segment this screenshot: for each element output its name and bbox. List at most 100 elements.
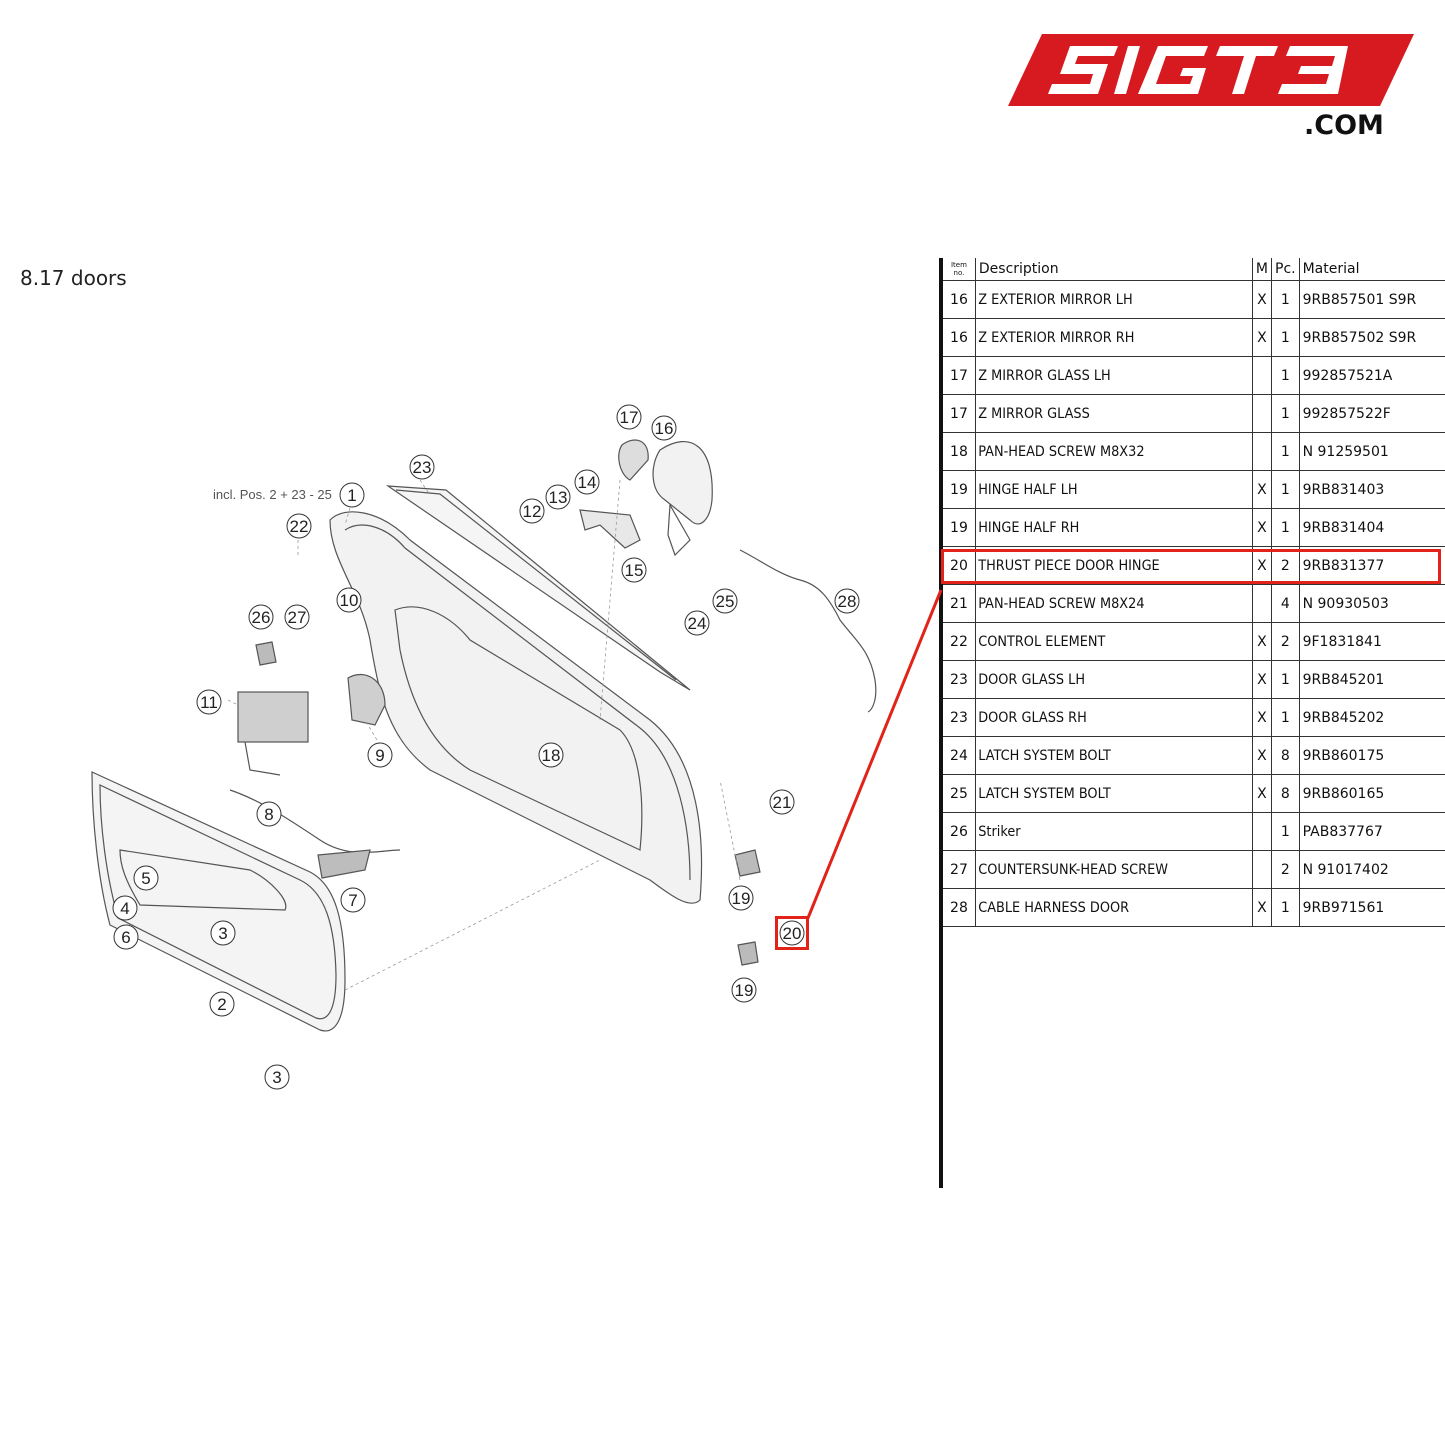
svg-text:1: 1 [347, 486, 356, 505]
svg-text:3: 3 [272, 1068, 281, 1087]
callout-22: 22 [286, 513, 312, 539]
header-material: Material [1298, 258, 1445, 281]
cell-item: 22 [943, 622, 976, 661]
callout-14: 14 [574, 469, 600, 495]
cell-m: X [1251, 736, 1272, 775]
svg-text:26: 26 [252, 608, 271, 627]
cell-m: X [1251, 470, 1272, 509]
cell-material: 9RB860165 [1298, 774, 1445, 813]
cell-m: X [1251, 318, 1272, 357]
cell-description: CABLE HARNESS DOOR [974, 888, 1231, 927]
cell-pc: 4 [1271, 584, 1300, 623]
cell-pc: 1 [1271, 812, 1300, 851]
callout-10: 10 [336, 587, 362, 613]
cell-description: Z MIRROR GLASS [974, 394, 1231, 433]
cell-description: CONTROL ELEMENT [974, 622, 1231, 661]
cell-m: X [1251, 888, 1272, 927]
cell-m [1251, 850, 1272, 889]
cell-m [1251, 812, 1272, 851]
callout-21: 21 [769, 789, 795, 815]
callout-17: 17 [616, 404, 642, 430]
cell-material: 992857521A [1298, 356, 1445, 395]
svg-text:7: 7 [348, 891, 357, 910]
cell-item: 21 [943, 584, 976, 623]
callout-8: 8 [256, 801, 282, 827]
cell-pc: 1 [1271, 888, 1300, 927]
svg-text:18: 18 [542, 746, 561, 765]
svg-text:28: 28 [838, 592, 857, 611]
svg-text:20: 20 [783, 924, 802, 943]
callout-27: 27 [284, 604, 310, 630]
svg-text:14: 14 [578, 473, 597, 492]
svg-text:16: 16 [655, 419, 674, 438]
cell-pc: 1 [1271, 356, 1300, 395]
cell-material: 9RB857501 S9R [1298, 280, 1445, 319]
cell-description: THRUST PIECE DOOR HINGE [974, 546, 1231, 585]
cell-material: 9RB831403 [1298, 470, 1445, 509]
callout-28: 28 [834, 588, 860, 614]
cell-pc: 1 [1271, 318, 1300, 357]
cell-description: COUNTERSUNK-HEAD SCREW [974, 850, 1231, 889]
svg-text:24: 24 [688, 614, 707, 633]
cell-m [1251, 394, 1272, 433]
cell-item: 18 [943, 432, 976, 471]
cell-pc: 1 [1271, 508, 1300, 547]
svg-text:13: 13 [549, 488, 568, 507]
cell-description: PAN-HEAD SCREW M8X32 [974, 432, 1231, 471]
callout-15: 15 [621, 557, 647, 583]
cell-item: 19 [943, 470, 976, 509]
exploded-door-diagram: 1 2 3 3 4 5 6 7 8 9 10 11 12 13 14 15 16… [91, 404, 877, 1090]
cell-material: 992857522F [1298, 394, 1445, 433]
logo-domain: .COM [1304, 110, 1384, 141]
cell-pc: 2 [1271, 850, 1300, 889]
cell-description: Z EXTERIOR MIRROR LH [974, 280, 1231, 319]
cell-description: Z MIRROR GLASS LH [974, 356, 1231, 395]
svg-text:27: 27 [288, 608, 307, 627]
svg-text:17: 17 [620, 408, 639, 427]
callout-13: 13 [545, 484, 571, 510]
callout-3b: 3 [264, 1064, 290, 1090]
cell-m: X [1251, 546, 1272, 585]
callout-1: 1 [339, 482, 365, 508]
cell-m: X [1251, 508, 1272, 547]
page-title: 8.17 doors [20, 266, 127, 290]
svg-text:10: 10 [340, 591, 359, 610]
svg-text:4: 4 [120, 899, 129, 918]
svg-text:19: 19 [732, 889, 751, 908]
header-description: Description [974, 258, 1253, 281]
svg-text:15: 15 [625, 561, 644, 580]
highlighted-callout-frame [775, 916, 809, 950]
cell-m [1251, 584, 1272, 623]
callout-11: 11 [196, 689, 222, 715]
cell-m: X [1251, 698, 1272, 737]
svg-text:9: 9 [375, 746, 384, 765]
callout-19b: 19 [731, 977, 757, 1003]
cell-pc: 1 [1271, 660, 1300, 699]
svg-text:2: 2 [217, 995, 226, 1014]
callout-18: 18 [538, 742, 564, 768]
cell-m [1251, 356, 1272, 395]
cell-m: X [1251, 280, 1272, 319]
callout-4: 4 [112, 895, 138, 921]
cell-material: 9RB857502 S9R [1298, 318, 1445, 357]
cell-item: 16 [943, 280, 976, 319]
cell-item: 19 [943, 508, 976, 547]
callout-26: 26 [248, 604, 274, 630]
cell-item: 25 [943, 774, 976, 813]
callout-23: 23 [409, 454, 435, 480]
callout-16: 16 [651, 415, 677, 441]
callout-7: 7 [340, 887, 366, 913]
callout-20: 20 [779, 920, 805, 946]
svg-text:19: 19 [735, 981, 754, 1000]
cell-item: 23 [943, 660, 976, 699]
cell-material: 9RB845202 [1298, 698, 1445, 737]
